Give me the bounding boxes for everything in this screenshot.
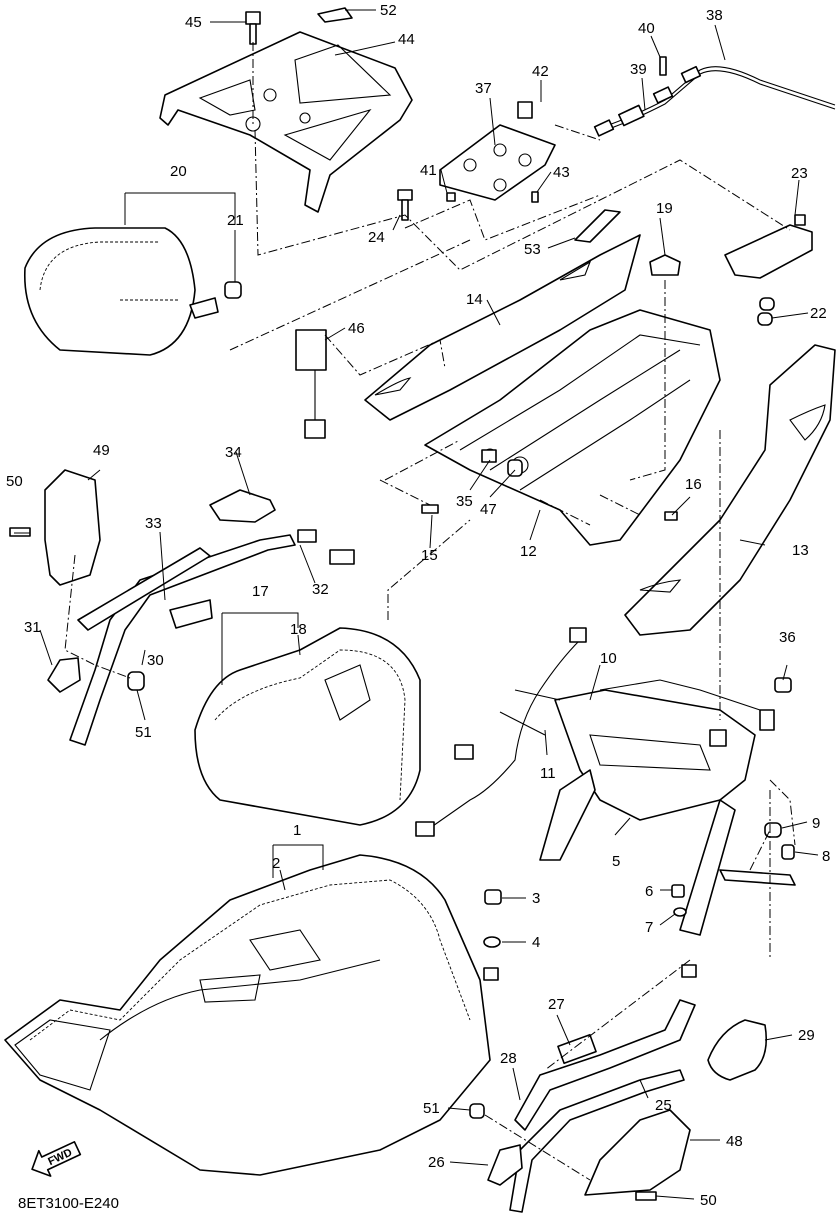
pad-53 <box>574 209 621 243</box>
callout-15: 15 <box>421 547 438 564</box>
grab-bar-right <box>469 964 768 1213</box>
callout-30: 30 <box>147 652 164 669</box>
callout-48: 48 <box>726 1133 743 1150</box>
callout-52: 52 <box>380 2 397 19</box>
seat-tab <box>483 967 499 981</box>
callout-7: 7 <box>645 919 653 936</box>
drawing-code: 8ET3100-E240 <box>18 1195 119 1212</box>
callout-28: 28 <box>500 1050 517 1067</box>
callout-44: 44 <box>398 31 415 48</box>
callout-6: 6 <box>645 883 653 900</box>
callout-35: 35 <box>456 493 473 510</box>
callout-25: 25 <box>655 1097 672 1114</box>
bracket-23 <box>724 214 813 311</box>
callout-4: 4 <box>532 934 540 951</box>
callout-49: 49 <box>93 442 110 459</box>
callout-53: 53 <box>524 241 541 258</box>
callout-12: 12 <box>520 543 537 560</box>
callout-39: 39 <box>630 61 647 78</box>
connector-46 <box>295 329 327 439</box>
callout-26: 26 <box>428 1154 445 1171</box>
pillion-seat <box>24 227 219 356</box>
fasteners-right <box>483 677 795 948</box>
callout-3: 3 <box>532 890 540 907</box>
callout-17: 17 <box>252 583 269 600</box>
callout-23: 23 <box>791 165 808 182</box>
callout-1: 1 <box>293 822 301 839</box>
callout-11: 11 <box>540 765 556 782</box>
callout-38: 38 <box>706 7 723 24</box>
callout-10: 10 <box>600 650 617 667</box>
callout-5: 5 <box>612 853 620 870</box>
callout-2: 2 <box>272 855 280 872</box>
callout-18: 18 <box>290 621 307 638</box>
callout-47: 47 <box>480 501 497 518</box>
callout-43: 43 <box>553 164 570 181</box>
callout-42: 42 <box>532 63 549 80</box>
rack-pad <box>317 7 353 23</box>
tail-cover <box>364 234 641 421</box>
callout-37: 37 <box>475 80 492 97</box>
callout-46: 46 <box>348 320 365 337</box>
bolt-24 <box>397 189 413 221</box>
callout-leaders <box>14 9 819 1200</box>
callout-51-left: 51 <box>135 724 152 741</box>
callout-16: 16 <box>685 476 702 493</box>
assembly-lines <box>64 42 796 1181</box>
bolt-45 <box>245 11 261 45</box>
callout-8: 8 <box>822 848 830 865</box>
callout-9: 9 <box>812 815 820 832</box>
callout-29: 29 <box>798 1027 815 1044</box>
callout-14: 14 <box>466 291 483 308</box>
nut-22 <box>757 312 773 326</box>
wiring-harness-10 <box>415 627 587 837</box>
callout-labels: 1 2 3 4 5 6 7 8 9 10 11 12 13 14 15 16 1… <box>6 2 830 1209</box>
callout-34: 34 <box>225 444 242 461</box>
seat-lock-cable <box>593 56 836 137</box>
callout-31: 31 <box>24 619 41 636</box>
callout-13: 13 <box>792 542 809 559</box>
fwd-arrow: FWD <box>31 1141 82 1177</box>
rider-seat-17 <box>194 627 421 826</box>
rear-fender <box>424 309 721 546</box>
callout-22: 22 <box>810 305 827 322</box>
callout-36: 36 <box>779 629 796 646</box>
fwd-label: FWD <box>46 1147 74 1168</box>
callout-19: 19 <box>656 200 673 217</box>
cap-19 <box>649 254 681 276</box>
callout-50-right: 50 <box>700 1192 717 1209</box>
grab-bar-left <box>9 469 355 746</box>
callout-41: 41 <box>420 162 437 179</box>
callout-51-right: 51 <box>423 1100 440 1117</box>
rear-rack <box>159 31 413 213</box>
callout-32: 32 <box>312 581 329 598</box>
callout-24: 24 <box>368 229 385 246</box>
callout-40: 40 <box>638 20 655 37</box>
seat-lock <box>439 101 556 203</box>
callout-45: 45 <box>185 14 202 31</box>
callout-27: 27 <box>548 996 565 1013</box>
callout-50-left: 50 <box>6 473 23 490</box>
main-seat <box>4 854 491 1176</box>
seat-frame <box>539 679 796 936</box>
grommet-21 <box>224 281 242 299</box>
callout-20: 20 <box>170 163 187 180</box>
callout-21: 21 <box>227 212 244 229</box>
callout-33: 33 <box>145 515 162 532</box>
